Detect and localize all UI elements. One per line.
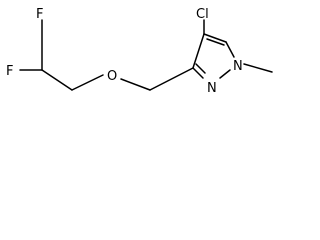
atom-label-n1: N (233, 59, 243, 74)
atom-label-f1: F (36, 7, 43, 22)
bond-c3-c4 (192, 33, 205, 69)
atom-label-f2: F (6, 64, 13, 79)
atom-label-n2: N (207, 81, 217, 96)
bond-o-ch2 (71, 74, 104, 91)
bond-c3-ch2 (149, 67, 194, 91)
bond-ch2-o (120, 78, 151, 91)
bond-n1-n2 (219, 69, 231, 79)
bond-n2-c3 (192, 67, 204, 79)
atom-label-o: O (107, 69, 117, 84)
bond-c4-c5 (203, 33, 227, 43)
bond-c4-c5-double (206, 38, 225, 46)
bond-c5-n1 (225, 41, 235, 58)
bond-n2-c3-double (195, 63, 206, 74)
bond-n1-methyl (243, 63, 273, 73)
molecule-structure: Cl N N O F F (6, 7, 273, 96)
atom-label-cl: Cl (196, 7, 209, 22)
bond-ch2-chf2 (41, 69, 73, 91)
